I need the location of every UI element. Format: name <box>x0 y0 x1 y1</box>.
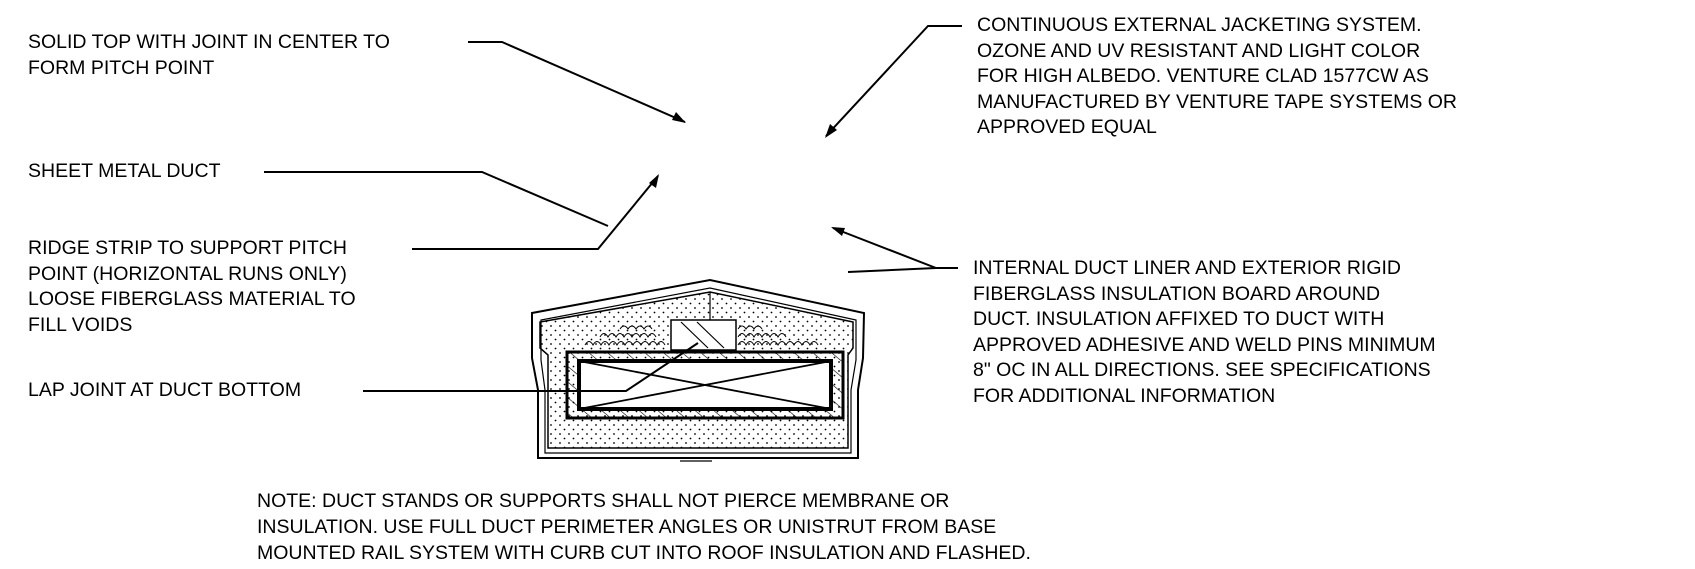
leader-liner-1 <box>832 227 958 269</box>
label-line: OZONE AND UV RESISTANT AND LIGHT COLOR <box>977 39 1421 62</box>
leader-sheet-metal <box>264 171 609 227</box>
ridge-strip <box>670 319 737 351</box>
label-line: CONTINUOUS EXTERNAL JACKETING SYSTEM. <box>977 14 1422 36</box>
label-line: RIDGE STRIP TO SUPPORT PITCH <box>28 237 347 259</box>
note-line: NOTE: DUCT STANDS OR SUPPORTS SHALL NOT … <box>257 490 950 512</box>
leader-lap-joint <box>363 342 699 392</box>
internal-duct-liner-hatch-band <box>567 352 843 418</box>
arrow-ridge-strip <box>649 174 659 188</box>
note-line: MOUNTED RAIL SYSTEM WITH CURB CUT INTO R… <box>257 542 1031 564</box>
label-line: FOR ADDITIONAL INFORMATION <box>973 384 1276 407</box>
label-line: FORM PITCH POINT <box>28 56 215 79</box>
leader-solid-top <box>468 41 686 123</box>
label-solid-top: SOLID TOP WITH JOINT IN CENTER TO FORM P… <box>28 30 390 81</box>
label-line: POINT (HORIZONTAL RUNS ONLY) <box>28 262 347 285</box>
label-line: APPROVED ADHESIVE AND WELD PINS MINIMUM <box>973 333 1436 356</box>
label-lap-joint: LAP JOINT AT DUCT BOTTOM <box>28 378 301 404</box>
loose-fiberglass-fill-right <box>737 325 819 347</box>
external-jacket-outline <box>531 278 866 459</box>
leader-ridge-strip <box>412 175 659 250</box>
label-ridge-strip: RIDGE STRIP TO SUPPORT PITCH POINT (HORI… <box>28 236 356 338</box>
label-sheet-metal-duct: SHEET METAL DUCT <box>28 159 221 185</box>
leader-jacketing <box>825 25 962 137</box>
note-line: INSULATION. USE FULL DUCT PERIMETER ANGL… <box>257 516 997 538</box>
loose-fiberglass-fill-left <box>584 325 666 347</box>
label-line: FILL VOIDS <box>28 313 133 336</box>
duct-outer-wall <box>565 350 845 420</box>
label-line: LAP JOINT AT DUCT BOTTOM <box>28 379 302 401</box>
label-duct-liner: INTERNAL DUCT LINER AND EXTERIOR RIGID F… <box>973 256 1436 409</box>
leader-liner-2 <box>847 267 937 273</box>
arrow-liner-1 <box>831 227 845 236</box>
label-line: SOLID TOP WITH JOINT IN CENTER TO <box>28 31 390 53</box>
label-external-jacketing: CONTINUOUS EXTERNAL JACKETING SYSTEM. OZ… <box>977 13 1457 141</box>
label-line: MANUFACTURED BY VENTURE TAPE SYSTEMS OR <box>977 90 1457 113</box>
label-line: 8" OC IN ALL DIRECTIONS. SEE SPECIFICATI… <box>973 359 1431 381</box>
arrow-jacketing <box>825 124 837 138</box>
duct-cross-2 <box>578 360 832 410</box>
ridge-strip-hatch <box>680 321 709 349</box>
jacket-inner-line <box>540 287 857 454</box>
label-line: SHEET METAL DUCT <box>28 160 221 182</box>
label-line: DUCT. INSULATION AFFIXED TO DUCT WITH <box>973 308 1385 330</box>
label-line: APPROVED EQUAL <box>977 116 1157 138</box>
label-line: FIBERGLASS INSULATION BOARD AROUND <box>973 282 1381 305</box>
label-line: INTERNAL DUCT LINER AND EXTERIOR RIGID <box>973 257 1401 279</box>
label-line: LOOSE FIBERGLASS MATERIAL TO <box>28 288 356 310</box>
ridge-strip-hatch-2 <box>696 321 725 349</box>
general-note: NOTE: DUCT STANDS OR SUPPORTS SHALL NOT … <box>257 488 1031 566</box>
arrow-solid-top <box>672 112 686 123</box>
label-line: FOR HIGH ALBEDO. VENTURE CLAD 1577CW AS <box>977 65 1429 87</box>
